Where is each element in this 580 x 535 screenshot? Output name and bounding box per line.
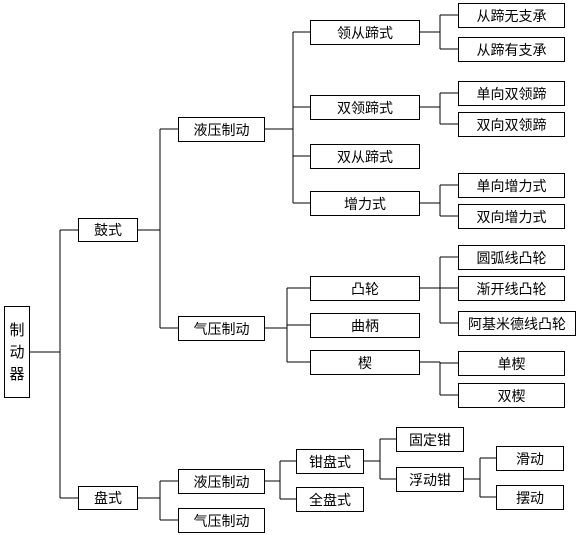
root-char-2: 动	[9, 343, 25, 361]
node-disc: 盘式	[78, 486, 138, 510]
node-archimedes-cam: 阿基米德线凸轮	[458, 311, 576, 336]
node-two-leading: 双领蹄式	[310, 95, 420, 120]
node-servo: 增力式	[310, 191, 420, 216]
node-uni-two-leading: 单向双领蹄	[458, 81, 565, 106]
node-crank: 曲柄	[310, 313, 420, 338]
node-drum-pneumatic: 气压制动	[178, 316, 265, 341]
root-char-3: 器	[9, 365, 25, 383]
node-swinging: 摆动	[496, 485, 564, 510]
node-single-wedge: 单楔	[458, 351, 565, 376]
node-trailing-no-support: 从蹄无支承	[458, 3, 565, 28]
node-full-disc: 全盘式	[296, 487, 364, 512]
node-disc-hydraulic: 液压制动	[178, 469, 265, 494]
node-fixed-caliper: 固定钳	[396, 427, 464, 452]
node-duo-servo: 双向增力式	[458, 204, 565, 229]
node-wedge: 楔	[310, 350, 420, 375]
node-root: 制 动 器	[4, 306, 30, 398]
node-leading-trailing: 领从蹄式	[310, 20, 420, 45]
node-caliper: 钳盘式	[296, 449, 364, 474]
node-drum: 鼓式	[78, 218, 138, 242]
node-uni-servo: 单向增力式	[458, 173, 565, 198]
root-char-1: 制	[9, 321, 25, 339]
node-arc-cam: 圆弧线凸轮	[458, 245, 565, 270]
node-involute-cam: 渐开线凸轮	[458, 276, 565, 301]
node-sliding: 滑动	[496, 446, 564, 471]
node-duo-two-leading: 双向双领蹄	[458, 112, 565, 137]
node-drum-hydraulic: 液压制动	[178, 117, 265, 142]
node-floating-caliper: 浮动钳	[396, 467, 464, 492]
node-disc-pneumatic: 气压制动	[178, 508, 265, 533]
node-cam: 凸轮	[310, 276, 420, 301]
node-double-wedge: 双楔	[458, 383, 565, 408]
node-trailing-with-support: 从蹄有支承	[458, 37, 565, 62]
node-two-trailing: 双从蹄式	[310, 144, 420, 169]
